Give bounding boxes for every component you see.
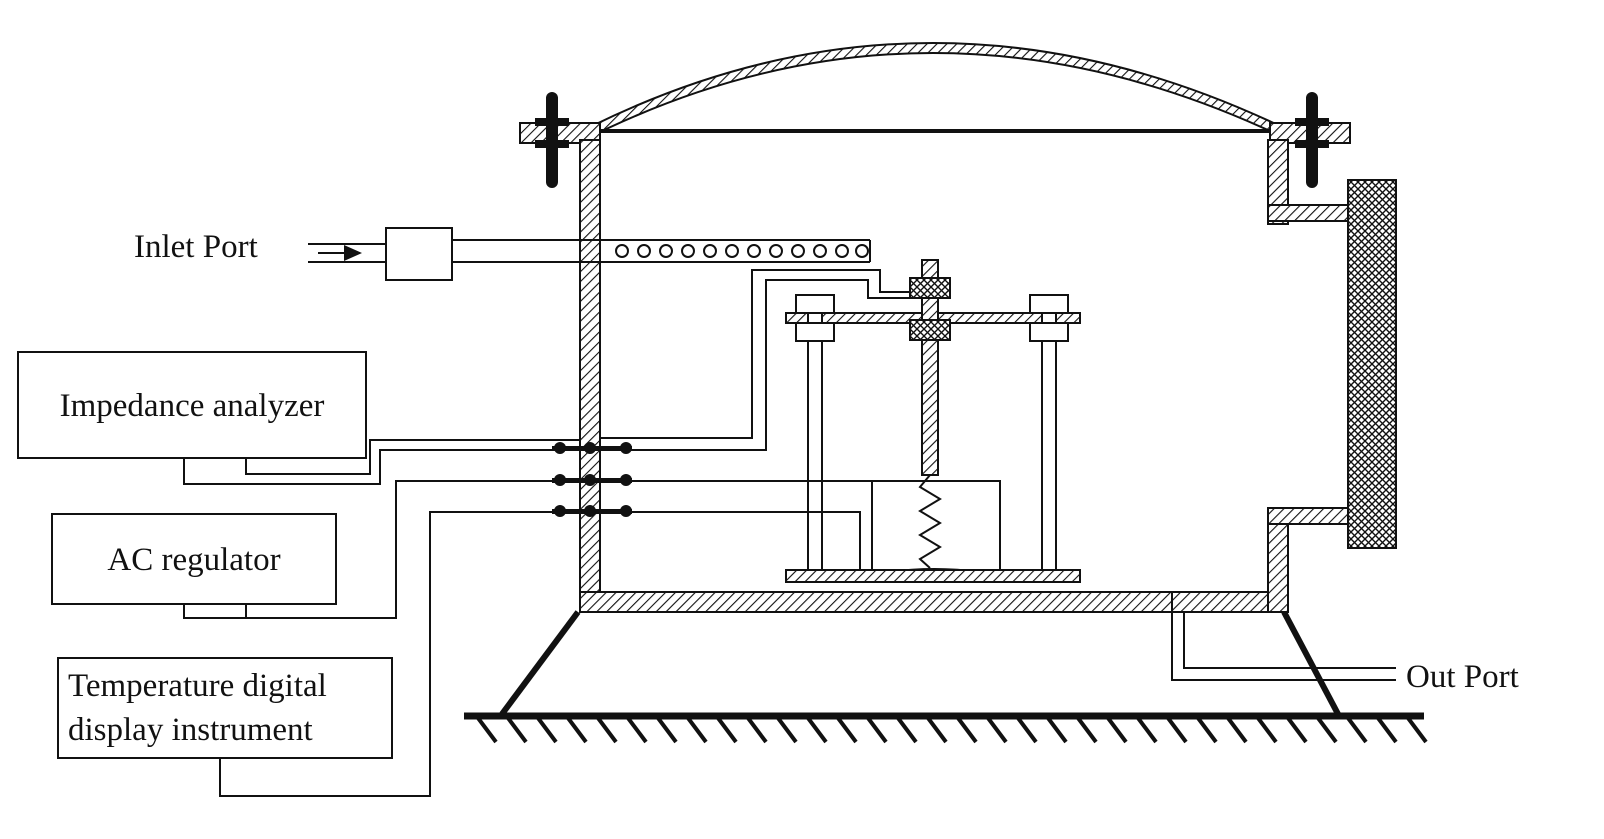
lead-to-electrode [600,269,910,439]
side-window-panel [1347,179,1397,549]
right-support-leg [1281,610,1341,716]
ground-hatch-tick [1406,716,1428,744]
impedance-analyzer-box [17,351,367,459]
ac-regulator-box [51,513,337,605]
chamber-left-wall [579,139,601,613]
chamber-right-wall-upper [1267,139,1289,225]
impedance-analyzer-label: Impedance analyzer [60,388,325,424]
ground-hatch-tick [1106,716,1128,744]
fixture-base-plate [785,569,1081,583]
ground-hatch-tick [596,716,618,744]
right-bolt [1295,92,1329,188]
lead-to-plate [600,279,910,451]
left-support-leg [499,610,581,716]
ground-hatch-tick [536,716,558,744]
inlet-port-label: Inlet Port [134,229,258,265]
out-port-label: Out Port [1406,659,1519,695]
ground-hatch-tick [836,716,858,744]
impedance-lead-outer [183,449,580,485]
ground-hatch-tick [1076,716,1098,744]
ground-hatch-tick [566,716,588,744]
ground-hatch-tick [1196,716,1218,744]
ac-regulator-label: AC regulator [107,542,280,578]
temperature-display-label-line1: Temperature digital [68,668,327,704]
impedance-lead-inner [245,439,580,475]
ground-hatch-tick [1016,716,1038,744]
ground-hatch-tick [926,716,948,744]
ground-hatch-tick [1376,716,1398,744]
flow-meter-box [385,227,453,281]
electrode-clamp [909,277,951,341]
right-post-nuts [1029,294,1069,342]
ground-hatch-tick [626,716,648,744]
gas-diffuser-holes [615,244,869,258]
ground-hatch-tick [1256,716,1278,744]
ground-hatch-tick [716,716,738,744]
ground-hatch-tick [1046,716,1068,744]
temperature-display-box [57,657,393,759]
ground-hatch-tick [986,716,1008,744]
feedthroughs [552,442,632,517]
ground-hatch-tick [896,716,918,744]
ground-hatch-tick [1286,716,1308,744]
window-top-arm [1267,204,1355,222]
left-bolt [535,92,569,188]
ground-hatch-tick [1316,716,1338,744]
ground-hatch-tick [1346,716,1368,744]
ac-lead-1 [183,480,580,619]
chamber-dome [589,42,1283,133]
ground-hatch-tick [476,716,498,744]
left-post-nuts [795,294,835,342]
ground-hatch-tick [686,716,708,744]
ground-hatch-tick [656,716,678,744]
ground-hatch-tick [746,716,768,744]
spring [918,474,942,569]
ground-hatching [476,716,1428,744]
ground-hatch-tick [1166,716,1188,744]
ground-hatch-tick [1226,716,1248,744]
chamber-bottom-wall [579,591,1289,613]
ground-hatch-tick [956,716,978,744]
ground-hatch-tick [1136,716,1158,744]
heater-wire [600,480,1001,570]
ground-hatch-tick [506,716,528,744]
ground-hatch-tick [776,716,798,744]
temperature-display-label-line2: display instrument [68,712,313,748]
window-bottom-arm [1267,507,1355,525]
thermocouple-lead [219,511,580,797]
ground-hatch-tick [806,716,828,744]
thermocouple-inner [600,511,861,570]
ground-hatch-tick [866,716,888,744]
